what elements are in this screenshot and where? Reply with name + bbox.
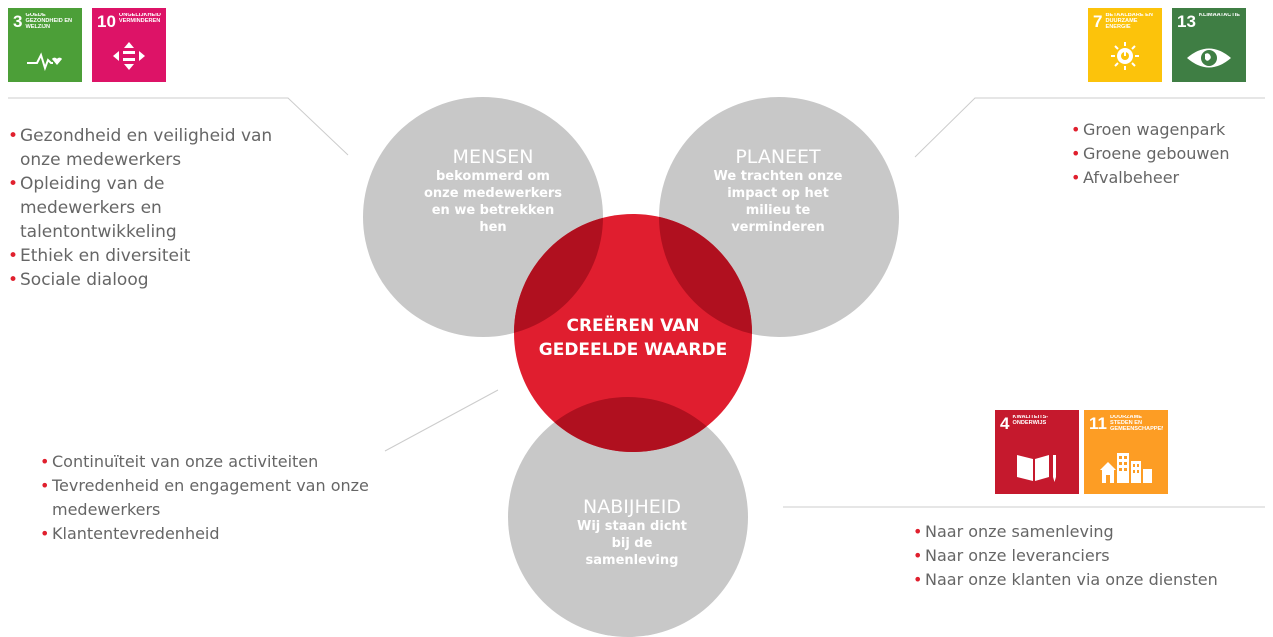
mensen-topics-list: Gezondheid en veiligheid van onze medewe… [8, 124, 298, 292]
nabijheid-title: NABIJHEID [583, 496, 681, 518]
sdg-number: 4 [1000, 414, 1010, 433]
planeet-subtitle: We trachten onze impact op het milieu te… [713, 169, 843, 235]
sdg-label: Klimaatactie [1198, 13, 1241, 18]
list-item: Gezondheid en veiligheid van onze medewe… [8, 124, 298, 172]
center-title-line2: GEDEELDE WAARDE [538, 340, 728, 360]
sdg-label: Goede gezondheid en welzijn [25, 13, 73, 30]
sdg-label: Duurzame steden en gemeenschappen [1109, 415, 1163, 432]
overlap-planeet [659, 214, 752, 337]
center-title: CREËREN VAN GEDEELDE WAARDE [533, 314, 733, 362]
list-item: Naar onze klanten via onze diensten [913, 568, 1268, 592]
nabijheid-subtitle: Wij staan dicht bij de samenleving [577, 519, 687, 568]
equality-icon [92, 41, 166, 76]
sdg-4-badge: 4 Kwaliteits-onderwijs [995, 410, 1079, 494]
sdg-13-badge: 13 Klimaatactie [1172, 8, 1246, 82]
sdg-number: 11 [1089, 414, 1107, 433]
continuiteit-topics-list: Continuïteit van onze activiteiten Tevre… [40, 450, 390, 546]
list-item: Tevredenheid en engagement van onze mede… [40, 474, 390, 522]
sdg-7-badge: 7 Betaalbare en duurzame energie [1088, 8, 1162, 82]
sdg-11-badge: 11 Duurzame steden en gemeenschappen [1084, 410, 1168, 494]
planeet-label: PLANEET We trachten onze impact op het m… [706, 146, 850, 236]
sdg-number: 13 [1177, 12, 1196, 31]
sdg-3-badge: 3 Goede gezondheid en welzijn [8, 8, 82, 82]
sdg-10-badge: 10 Ongelijkheid verminderen [92, 8, 166, 82]
planeet-topics-list: Groen wagenpark Groene gebouwen Afvalbeh… [1071, 118, 1271, 190]
nabijheid-topics-list: Naar onze samenleving Naar onze leveranc… [913, 520, 1268, 592]
overlap-mensen [514, 214, 603, 337]
list-item: Ethiek en diversiteit [8, 244, 298, 268]
mensen-title: MENSEN [452, 146, 534, 168]
list-item: Naar onze samenleving [913, 520, 1268, 544]
sdg-number: 3 [13, 12, 23, 31]
sun-power-icon [1088, 41, 1162, 76]
heartbeat-icon [8, 49, 82, 76]
list-item: Klantentevredenheid [40, 522, 390, 546]
sdg-label: Ongelijkheid verminderen [118, 13, 161, 24]
list-item: Continuïteit van onze activiteiten [40, 450, 390, 474]
center-title-line1: CREËREN VAN [566, 316, 700, 336]
list-item: Naar onze leveranciers [913, 544, 1268, 568]
list-item: Groene gebouwen [1071, 142, 1271, 166]
list-item: Opleiding van de medewerkers en talenton… [8, 172, 200, 244]
sdg-number: 7 [1093, 12, 1103, 31]
list-item: Afvalbeheer [1071, 166, 1271, 190]
planeet-title: PLANEET [735, 146, 821, 168]
book-pencil-icon [995, 451, 1079, 488]
eye-globe-icon [1172, 45, 1246, 76]
city-buildings-icon [1084, 449, 1168, 488]
sdg-label: Kwaliteits-onderwijs [1012, 415, 1049, 426]
mensen-subtitle: bekommerd om onze medewerkers en we betr… [423, 169, 563, 235]
connector-line-mensen [8, 97, 349, 156]
list-item: Groen wagenpark [1071, 118, 1271, 142]
nabijheid-label: NABIJHEID Wij staan dicht bij de samenle… [552, 496, 712, 569]
connector-line-continuiteit [384, 389, 499, 452]
connector-line-planeet [914, 97, 1265, 158]
sdg-number: 10 [97, 12, 116, 31]
list-item: Sociale dialoog [8, 268, 298, 292]
mensen-label: MENSEN bekommerd om onze medewerkers en … [418, 146, 568, 236]
sdg-label: Betaalbare en duurzame energie [1105, 13, 1153, 30]
circle-nabijheid [508, 397, 748, 637]
